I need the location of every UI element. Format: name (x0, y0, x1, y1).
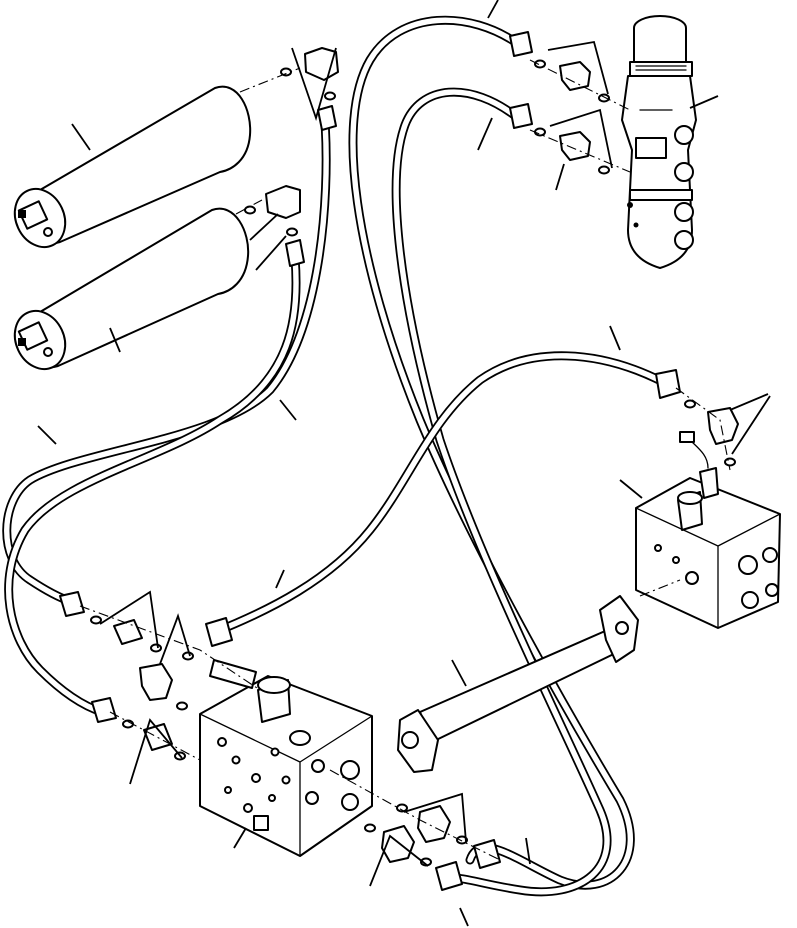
accumulator-lower (13, 207, 250, 371)
hose-right-to-block (210, 351, 668, 637)
connecting-tube (397, 595, 639, 773)
hose-large-loop-inner (391, 87, 612, 897)
control-valve-left (199, 659, 373, 857)
accumulator-upper (13, 85, 252, 249)
pilot-valve (621, 15, 697, 269)
hose-left-upper (2, 117, 331, 607)
hose-group (2, 15, 668, 897)
callout-leaders (37, 0, 771, 927)
explosion-lines (79, 59, 731, 861)
control-valve-right (635, 431, 781, 629)
hose-left-lower (4, 253, 301, 717)
